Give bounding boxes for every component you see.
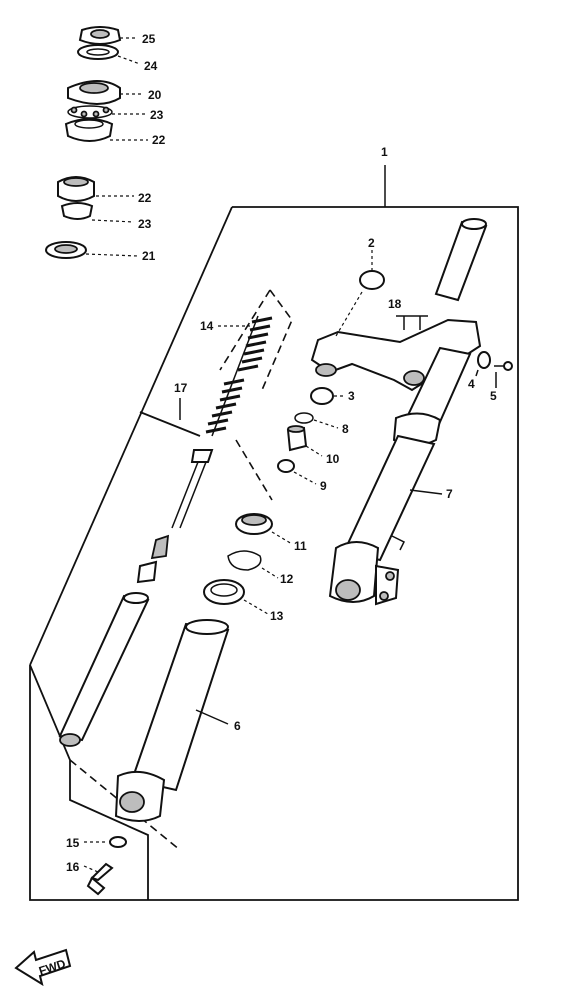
leader-24 — [117, 55, 141, 65]
leader-21 — [85, 253, 139, 257]
leader-2b — [335, 291, 363, 337]
label-11: 11 — [294, 539, 307, 553]
label-5: 5 — [490, 389, 497, 403]
part-23-bearing-upper — [67, 105, 113, 119]
leader-11 — [271, 531, 293, 545]
label-6: 6 — [234, 719, 241, 733]
label-14: 14 — [200, 319, 214, 333]
part-14-spring — [205, 315, 273, 437]
label-23a: 23 — [150, 108, 164, 122]
inner-fork-tube — [58, 592, 150, 747]
part-10-bushing — [286, 425, 308, 452]
part-5-screw — [494, 361, 513, 371]
assembly-frame — [29, 206, 519, 901]
steering-stem-tube — [434, 218, 488, 302]
label-21: 21 — [142, 249, 156, 263]
label-15: 15 — [66, 836, 80, 850]
label-10: 10 — [326, 452, 340, 466]
label-18: 18 — [388, 297, 402, 311]
fwd-arrow-icon: FWD — [14, 948, 72, 987]
label-20: 20 — [148, 88, 162, 102]
label-16: 16 — [66, 860, 80, 874]
part-13-spacer — [203, 579, 245, 605]
part-23-bearing-lower — [60, 202, 94, 220]
part-3-o-ring — [310, 387, 334, 405]
part-2-cap — [359, 270, 385, 290]
part-17-damper-rod — [136, 449, 214, 584]
leader-8 — [313, 419, 339, 429]
label-23b: 23 — [138, 217, 152, 231]
part-11-oil-seal — [235, 513, 273, 535]
leader-10 — [305, 445, 323, 457]
part-8-ring — [294, 412, 314, 424]
leader-12 — [261, 567, 279, 579]
part-9-ball — [277, 459, 295, 473]
part-7-fork-leg — [328, 346, 472, 606]
label-17: 17 — [174, 381, 188, 395]
label-7: 7 — [446, 487, 453, 501]
label-2: 2 — [368, 236, 375, 250]
leader-6 — [195, 709, 229, 725]
leader-7 — [409, 489, 443, 495]
label-4: 4 — [468, 377, 475, 391]
leader-16 — [83, 865, 99, 873]
part-25-nut — [78, 26, 122, 45]
label-3: 3 — [348, 389, 355, 403]
part-12-circlip — [227, 550, 262, 571]
label-9: 9 — [320, 479, 327, 493]
label-1: 1 — [381, 145, 388, 159]
assembly-frame-left — [29, 206, 233, 666]
label-8: 8 — [342, 422, 349, 436]
part-15-washer — [109, 836, 127, 848]
leader-4 — [475, 369, 479, 377]
subframe-17 — [139, 411, 201, 437]
spring-dashed-box — [261, 289, 293, 391]
label-22a: 22 — [152, 133, 166, 147]
label-25: 25 — [142, 32, 156, 46]
label-22b: 22 — [138, 191, 152, 205]
part-20-ring-nut — [67, 80, 121, 105]
part-22-race-upper — [64, 118, 114, 142]
label-24: 24 — [144, 59, 158, 73]
part-4-washer — [477, 351, 491, 369]
part-16-bolt — [86, 862, 114, 896]
part-21-seal — [45, 241, 87, 259]
leader-9 — [293, 471, 317, 485]
part-6-outer-tube — [114, 619, 230, 822]
leader-23b — [91, 219, 135, 223]
spring-dashed-left — [219, 289, 271, 371]
part-24-washer — [77, 44, 119, 60]
part-22-race-lower — [57, 176, 95, 202]
label-13: 13 — [270, 609, 284, 623]
seal-dashed — [235, 439, 273, 501]
leader-13 — [243, 599, 269, 615]
label-12: 12 — [280, 572, 294, 586]
